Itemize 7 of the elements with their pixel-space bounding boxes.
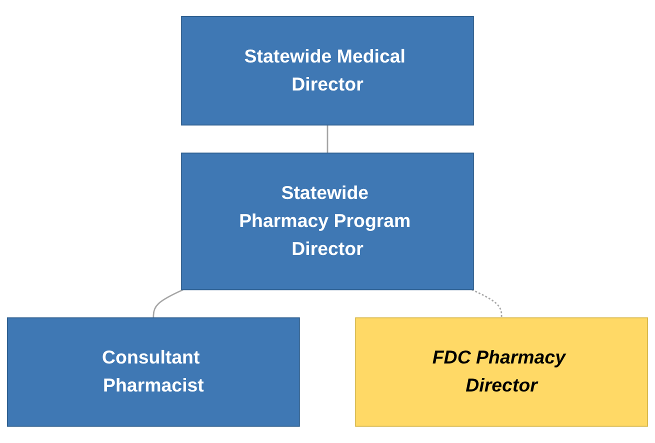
node-box: Statewide Pharmacy Program Director bbox=[181, 152, 474, 290]
connector bbox=[472, 289, 502, 318]
node-box: Statewide Medical Director bbox=[181, 16, 474, 126]
node-box: Consultant Pharmacist bbox=[7, 317, 300, 427]
connector bbox=[152, 289, 184, 318]
connector bbox=[326, 125, 328, 154]
node-box: FDC Pharmacy Director bbox=[355, 317, 648, 427]
